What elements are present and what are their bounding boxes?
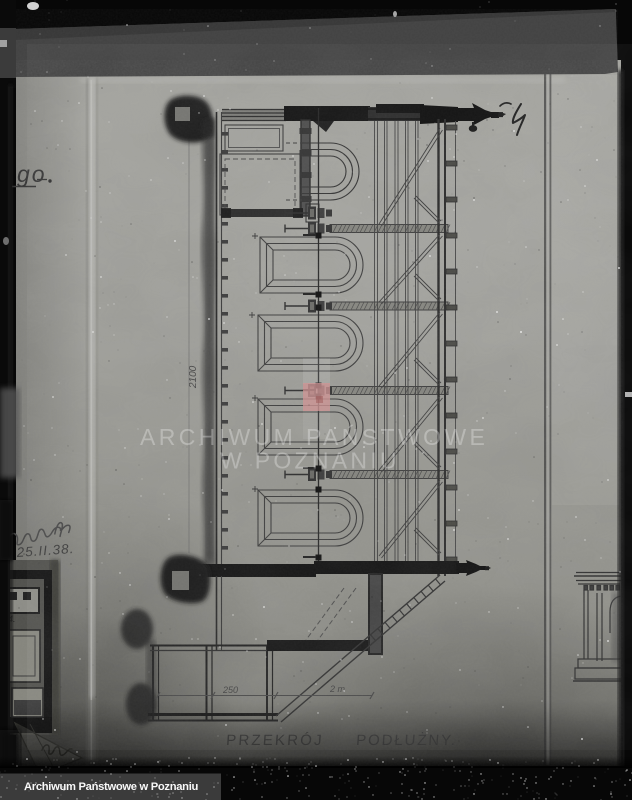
svg-text:Archiwum Państwowe w Poznaniu: Archiwum Państwowe w Poznaniu xyxy=(24,781,199,793)
